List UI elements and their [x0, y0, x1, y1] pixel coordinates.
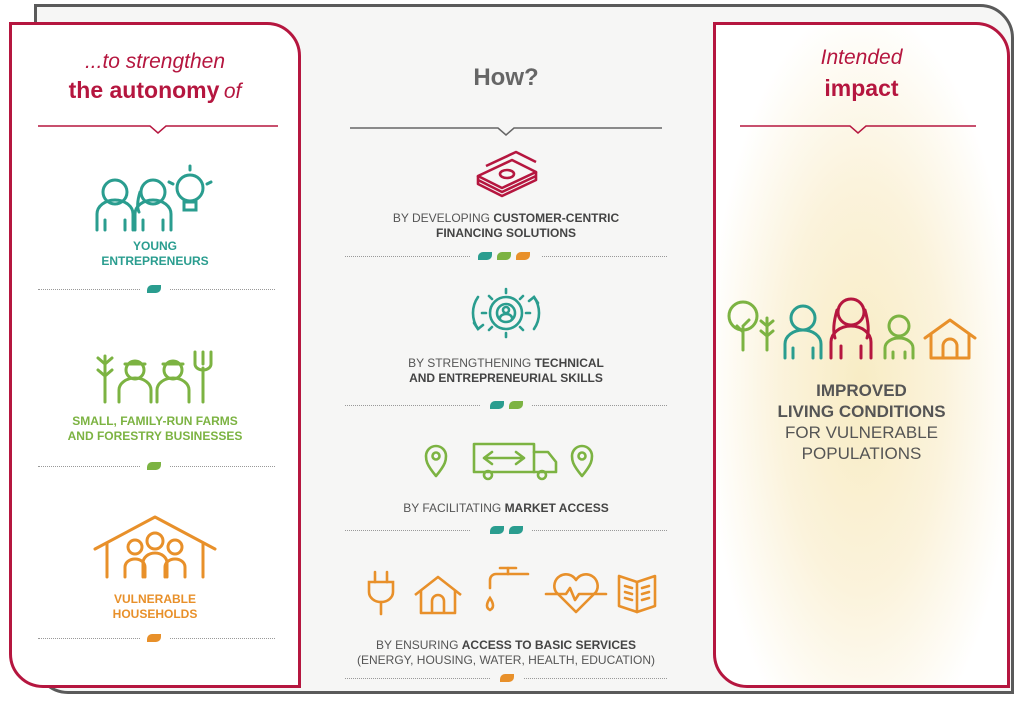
households-dots-right — [170, 638, 275, 639]
financing-pill-green — [497, 252, 511, 260]
services-dots-right — [524, 678, 667, 679]
market-pill-teal-2 — [509, 526, 523, 534]
left-panel — [9, 22, 301, 688]
households-label-line2: HOUSEHOLDS — [112, 607, 198, 621]
impact-line2: LIVING CONDITIONS — [777, 402, 946, 421]
farms-label: SMALL, FAMILY-RUN FARMS AND FORESTRY BUS… — [9, 414, 301, 444]
young-label-line2: ENTREPRENEURS — [101, 254, 209, 268]
skills-bold2: AND ENTREPRENEURIAL SKILLS — [409, 371, 603, 385]
impact-line1: IMPROVED — [816, 381, 907, 400]
skills-dots-right — [532, 405, 667, 406]
middle-divider — [350, 127, 662, 136]
skills-gear-icon — [471, 287, 541, 339]
services-pill-orange — [500, 674, 514, 682]
young-label-line1: YOUNG — [132, 239, 177, 253]
how-heading: How? — [473, 64, 539, 91]
financing-bold: CUSTOMER-CENTRIC — [493, 211, 620, 225]
households-icon — [93, 515, 217, 579]
financing-label: BY DEVELOPING CUSTOMER-CENTRIC FINANCING… — [350, 211, 662, 241]
impact-people-icon — [727, 297, 977, 360]
young-pill — [147, 285, 161, 293]
financing-pill-teal — [478, 252, 492, 260]
housing-icon — [414, 575, 462, 615]
delivery-truck-icon — [424, 442, 594, 481]
farms-label-line2: AND FORESTRY BUSINESSES — [67, 429, 243, 443]
financing-line1: BY DEVELOPING CUSTOMER-CENTRIC — [350, 211, 662, 226]
financing-bold2: FINANCING SOLUTIONS — [436, 226, 576, 240]
farms-dots-left — [38, 466, 140, 467]
market-dots-left — [345, 530, 470, 531]
energy-plug-icon — [367, 570, 395, 616]
skills-line1: BY STRENGTHENING TECHNICAL — [350, 356, 662, 371]
market-dots-right — [532, 530, 667, 531]
financing-pill-orange — [516, 252, 530, 260]
water-tap-icon — [485, 566, 530, 612]
skills-pill-teal — [490, 401, 504, 409]
left-heading-bold: the autonomy — [68, 77, 220, 103]
farms-label-line1: SMALL, FAMILY-RUN FARMS — [72, 414, 238, 428]
impact-line4: POPULATIONS — [801, 444, 922, 463]
farms-icon — [96, 350, 213, 404]
financing-dots-left — [345, 256, 470, 257]
right-divider — [740, 125, 976, 134]
market-pill-teal-1 — [490, 526, 504, 534]
left-heading-bold-line: the autonomy of — [9, 77, 301, 104]
services-dots-left — [345, 678, 490, 679]
services-prefix: BY ENSURING — [375, 638, 462, 652]
market-bold: MARKET ACCESS — [504, 501, 609, 515]
health-heart-icon — [544, 573, 608, 614]
skills-label: BY STRENGTHENING TECHNICAL AND ENTREPREN… — [350, 356, 662, 386]
skills-pill-green — [509, 401, 523, 409]
services-label: BY ENSURING ACCESS TO BASIC SERVICES (EN… — [330, 638, 682, 668]
education-book-icon — [617, 574, 657, 614]
services-bold: ACCESS TO BASIC SERVICES — [461, 638, 637, 652]
skills-dots-left — [345, 405, 480, 406]
young-dots-right — [170, 289, 275, 290]
financing-line2: FINANCING SOLUTIONS — [350, 226, 662, 241]
right-heading-bold: impact — [824, 75, 899, 101]
farms-dots-right — [170, 466, 275, 467]
right-heading-italic: Intended — [820, 46, 903, 69]
financing-prefix: BY DEVELOPING — [392, 211, 494, 225]
market-label: BY FACILITATING MARKET ACCESS — [350, 501, 662, 516]
skills-prefix: BY STRENGTHENING — [408, 356, 535, 370]
young-dots-left — [38, 289, 140, 290]
young-entrepreneurs-icon — [95, 164, 213, 232]
young-entrepreneurs-label: YOUNG ENTREPRENEURS — [9, 239, 301, 269]
money-stack-icon — [476, 150, 538, 198]
households-label: VULNERABLE HOUSEHOLDS — [9, 592, 301, 622]
left-heading-of: of — [223, 80, 242, 103]
market-prefix: BY FACILITATING — [403, 501, 505, 515]
skills-bold: TECHNICAL — [534, 356, 604, 370]
skills-line2: AND ENTREPRENEURIAL SKILLS — [350, 371, 662, 386]
households-label-line1: VULNERABLE — [113, 592, 196, 606]
services-line2: (ENERGY, HOUSING, WATER, HEALTH, EDUCATI… — [356, 653, 656, 667]
financing-dots-right — [542, 256, 667, 257]
households-pill — [147, 634, 161, 642]
left-heading-italic: ...to strengthen — [84, 50, 226, 73]
impact-line3: FOR VULNERABLE — [784, 423, 939, 442]
impact-text: IMPROVED LIVING CONDITIONS FOR VULNERABL… — [713, 380, 1010, 464]
left-divider — [38, 125, 278, 134]
households-dots-left — [38, 638, 140, 639]
services-line1: BY ENSURING ACCESS TO BASIC SERVICES — [330, 638, 682, 653]
farms-pill — [147, 462, 161, 470]
